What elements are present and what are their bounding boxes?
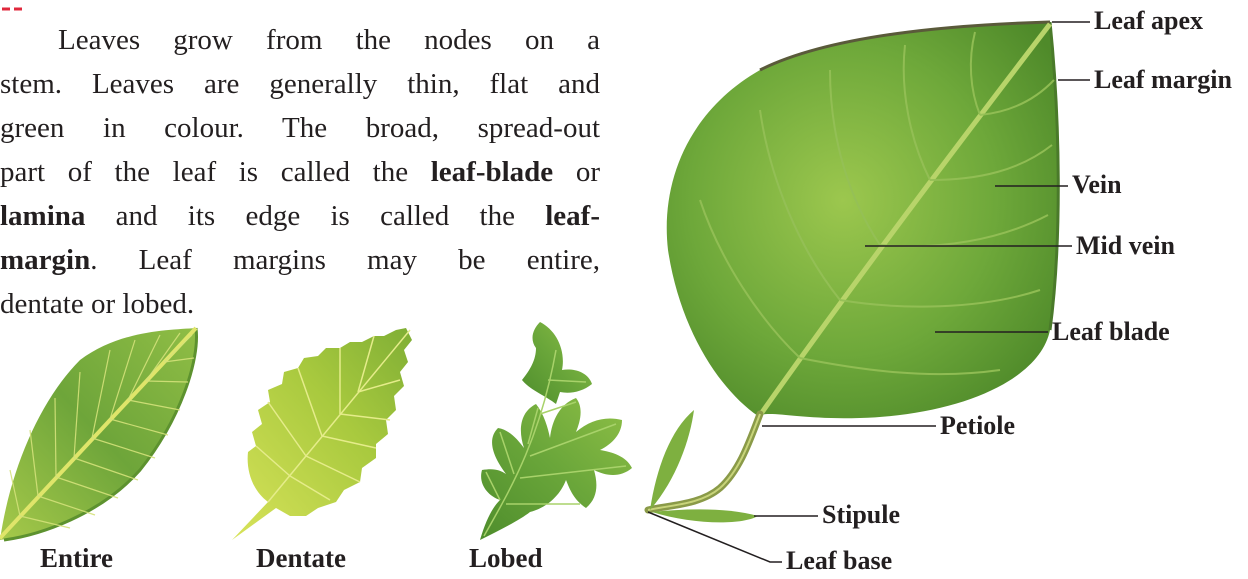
label-leaf-apex: Leaf apex <box>1094 6 1203 36</box>
entire-leaf-illustration <box>0 328 197 540</box>
label-vein: Vein <box>1072 170 1122 200</box>
label-mid-vein: Mid vein <box>1076 231 1175 261</box>
caption-dentate: Dentate <box>256 543 346 574</box>
lobed-leaf-illustration <box>480 322 632 540</box>
label-petiole: Petiole <box>940 411 1015 441</box>
dentate-leaf-illustration <box>232 328 412 540</box>
label-leaf-margin: Leaf margin <box>1094 65 1232 95</box>
caption-lobed: Lobed <box>469 543 543 574</box>
label-leaf-base: Leaf base <box>786 546 892 576</box>
label-stipule: Stipule <box>822 500 900 530</box>
label-leaf-blade: Leaf blade <box>1052 317 1170 347</box>
caption-entire: Entire <box>40 543 113 574</box>
main-leaf-illustration <box>648 22 1058 522</box>
